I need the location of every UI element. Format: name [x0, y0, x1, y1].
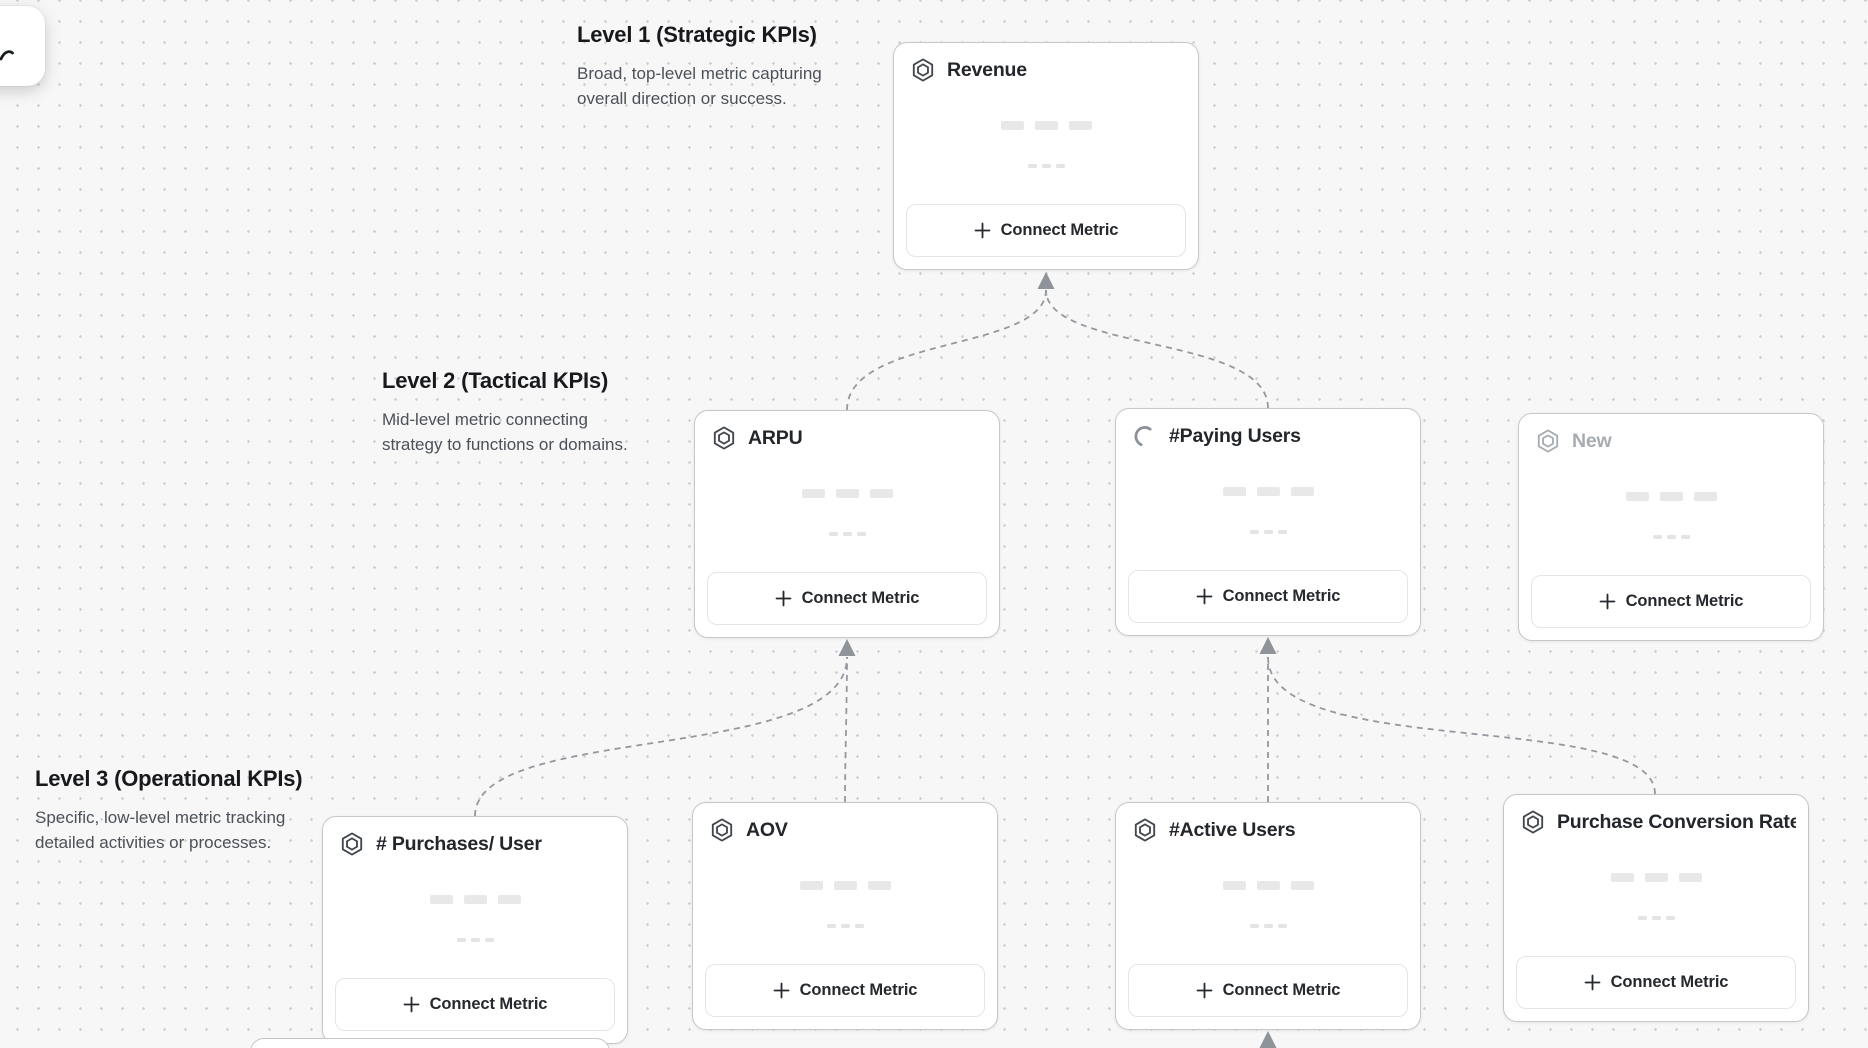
arrowhead-arpu: [838, 639, 856, 656]
arrowhead-activeusers: [1259, 1031, 1277, 1048]
plus-icon: [1584, 974, 1600, 991]
connect-metric-label: Connect Metric: [1625, 592, 1744, 610]
level-2-title: Level 2 (Tactical KPIs): [382, 368, 609, 393]
connect-metric-label: Connect Metric: [1610, 973, 1729, 991]
metric-card-title: AOV: [746, 818, 788, 841]
skeleton-placeholder-small: [693, 924, 997, 928]
connect-metric-button[interactable]: Connect Metric: [906, 204, 1186, 257]
skeleton-placeholder: [894, 121, 1198, 130]
metric-card-title: ARPU: [748, 426, 803, 449]
skeleton-placeholder: [1519, 492, 1823, 501]
metric-card[interactable]: AOV Connect Metric: [692, 802, 998, 1030]
skeleton-placeholder-small: [1519, 535, 1823, 539]
arrowhead-payingusers: [1259, 637, 1277, 654]
metric-card-header: Revenue: [910, 57, 1186, 83]
skeleton-placeholder: [323, 895, 627, 904]
connect-metric-button[interactable]: Connect Metric: [1516, 956, 1796, 1009]
skeleton-placeholder-small: [1116, 924, 1420, 928]
spinner-icon: [1132, 423, 1158, 449]
hexagon-metric-icon: [910, 57, 936, 83]
plus-icon: [775, 590, 791, 607]
plus-icon: [403, 996, 419, 1013]
metric-card[interactable]: Revenue Connect Metric: [893, 42, 1199, 270]
connect-metric-button[interactable]: Connect Metric: [705, 964, 985, 1017]
hexagon-metric-icon: [709, 817, 735, 843]
plus-icon: [1196, 982, 1212, 999]
edge-pcr-to-payingusers: [1267, 656, 1656, 795]
plus-icon: [974, 222, 990, 239]
metric-card-header: #Paying Users: [1132, 423, 1408, 449]
hexagon-metric-icon: [711, 425, 737, 451]
skeleton-placeholder: [695, 489, 999, 498]
connect-metric-label: Connect Metric: [801, 589, 920, 607]
metric-card-header: Purchase Conversion Rate: [1520, 809, 1796, 835]
edge-offscreen-to-activeusers: [1265, 1039, 1270, 1048]
metric-card[interactable]: New Connect Metric: [1518, 413, 1824, 641]
hexagon-metric-icon: [339, 831, 365, 857]
metric-card-header: ARPU: [711, 425, 987, 451]
level-1-title: Level 1 (Strategic KPIs): [577, 22, 817, 47]
plus-icon: [1196, 588, 1212, 605]
metric-card-title: #Active Users: [1169, 818, 1296, 841]
metric-card-title: # Purchases/ User: [376, 832, 542, 855]
skeleton-placeholder: [1116, 487, 1420, 496]
hexagon-metric-icon: [1535, 428, 1561, 454]
metric-card-header: New: [1535, 428, 1811, 454]
metric-card-title: Purchase Conversion Rate: [1557, 810, 1796, 833]
edge-arpu-to-revenue: [846, 289, 1047, 411]
hexagon-metric-icon: [1132, 817, 1158, 843]
level-3-description: Specific, low-level metric tracking deta…: [35, 808, 286, 852]
skeleton-placeholder: [1116, 881, 1420, 890]
skeleton-placeholder-small: [1504, 916, 1808, 920]
skeleton-placeholder-small: [323, 938, 627, 942]
connect-metric-label: Connect Metric: [799, 981, 918, 999]
connect-metric-label: Connect Metric: [1222, 981, 1341, 999]
connect-metric-button[interactable]: Connect Metric: [335, 978, 615, 1031]
metric-card-header: #Active Users: [1132, 817, 1408, 843]
level-3-title: Level 3 (Operational KPIs): [35, 766, 303, 791]
edge-aov-to-arpu: [844, 656, 848, 803]
hexagon-metric-icon: [1520, 809, 1546, 835]
level-1-header: Level 1 (Strategic KPIs) Broad, top-leve…: [577, 22, 829, 111]
metric-card[interactable]: #Active Users Connect Metric: [1115, 802, 1421, 1030]
level-2-header: Level 2 (Tactical KPIs) Mid-level metric…: [382, 368, 630, 457]
connect-metric-label: Connect Metric: [429, 995, 548, 1013]
level-3-header: Level 3 (Operational KPIs) Specific, low…: [35, 766, 303, 855]
edge-purchases-to-arpu: [474, 656, 848, 817]
metric-card[interactable]: ARPU Connect Metric: [694, 410, 1000, 638]
metric-card[interactable]: Purchase Conversion Rate Connect Metric: [1503, 794, 1809, 1022]
metric-card-header: # Purchases/ User: [339, 831, 615, 857]
scribble-icon: [0, 50, 14, 61]
skeleton-placeholder-small: [1116, 530, 1420, 534]
connect-metric-label: Connect Metric: [1000, 221, 1119, 239]
skeleton-placeholder: [693, 881, 997, 890]
connect-metric-button[interactable]: Connect Metric: [1531, 575, 1811, 628]
metric-card-header: AOV: [709, 817, 985, 843]
skeleton-placeholder: [1504, 873, 1808, 882]
metric-card-title: Revenue: [947, 58, 1027, 81]
corner-panel[interactable]: [0, 6, 45, 86]
metric-card[interactable]: # Purchases/ User Connect Metric: [322, 816, 628, 1044]
level-2-description: Mid-level metric connecting strategy to …: [382, 410, 628, 454]
metric-card[interactable]: #Paying Users Connect Metric: [1115, 408, 1421, 636]
plus-icon: [1599, 593, 1615, 610]
level-1-description: Broad, top-level metric capturing overal…: [577, 64, 822, 108]
connect-metric-label: Connect Metric: [1222, 587, 1341, 605]
metric-card-title: #Paying Users: [1169, 424, 1301, 447]
plus-icon: [773, 982, 789, 999]
connect-metric-button[interactable]: Connect Metric: [1128, 964, 1408, 1017]
connect-metric-button[interactable]: Connect Metric: [1128, 570, 1408, 623]
skeleton-placeholder-small: [894, 164, 1198, 168]
connect-metric-button[interactable]: Connect Metric: [707, 572, 987, 625]
skeleton-placeholder-small: [695, 532, 999, 536]
edge-payingusers-to-revenue: [1045, 289, 1269, 409]
partial-metric-card-bottom[interactable]: [250, 1038, 610, 1048]
metric-card-title: New: [1572, 429, 1612, 452]
arrowhead-revenue: [1037, 272, 1055, 289]
